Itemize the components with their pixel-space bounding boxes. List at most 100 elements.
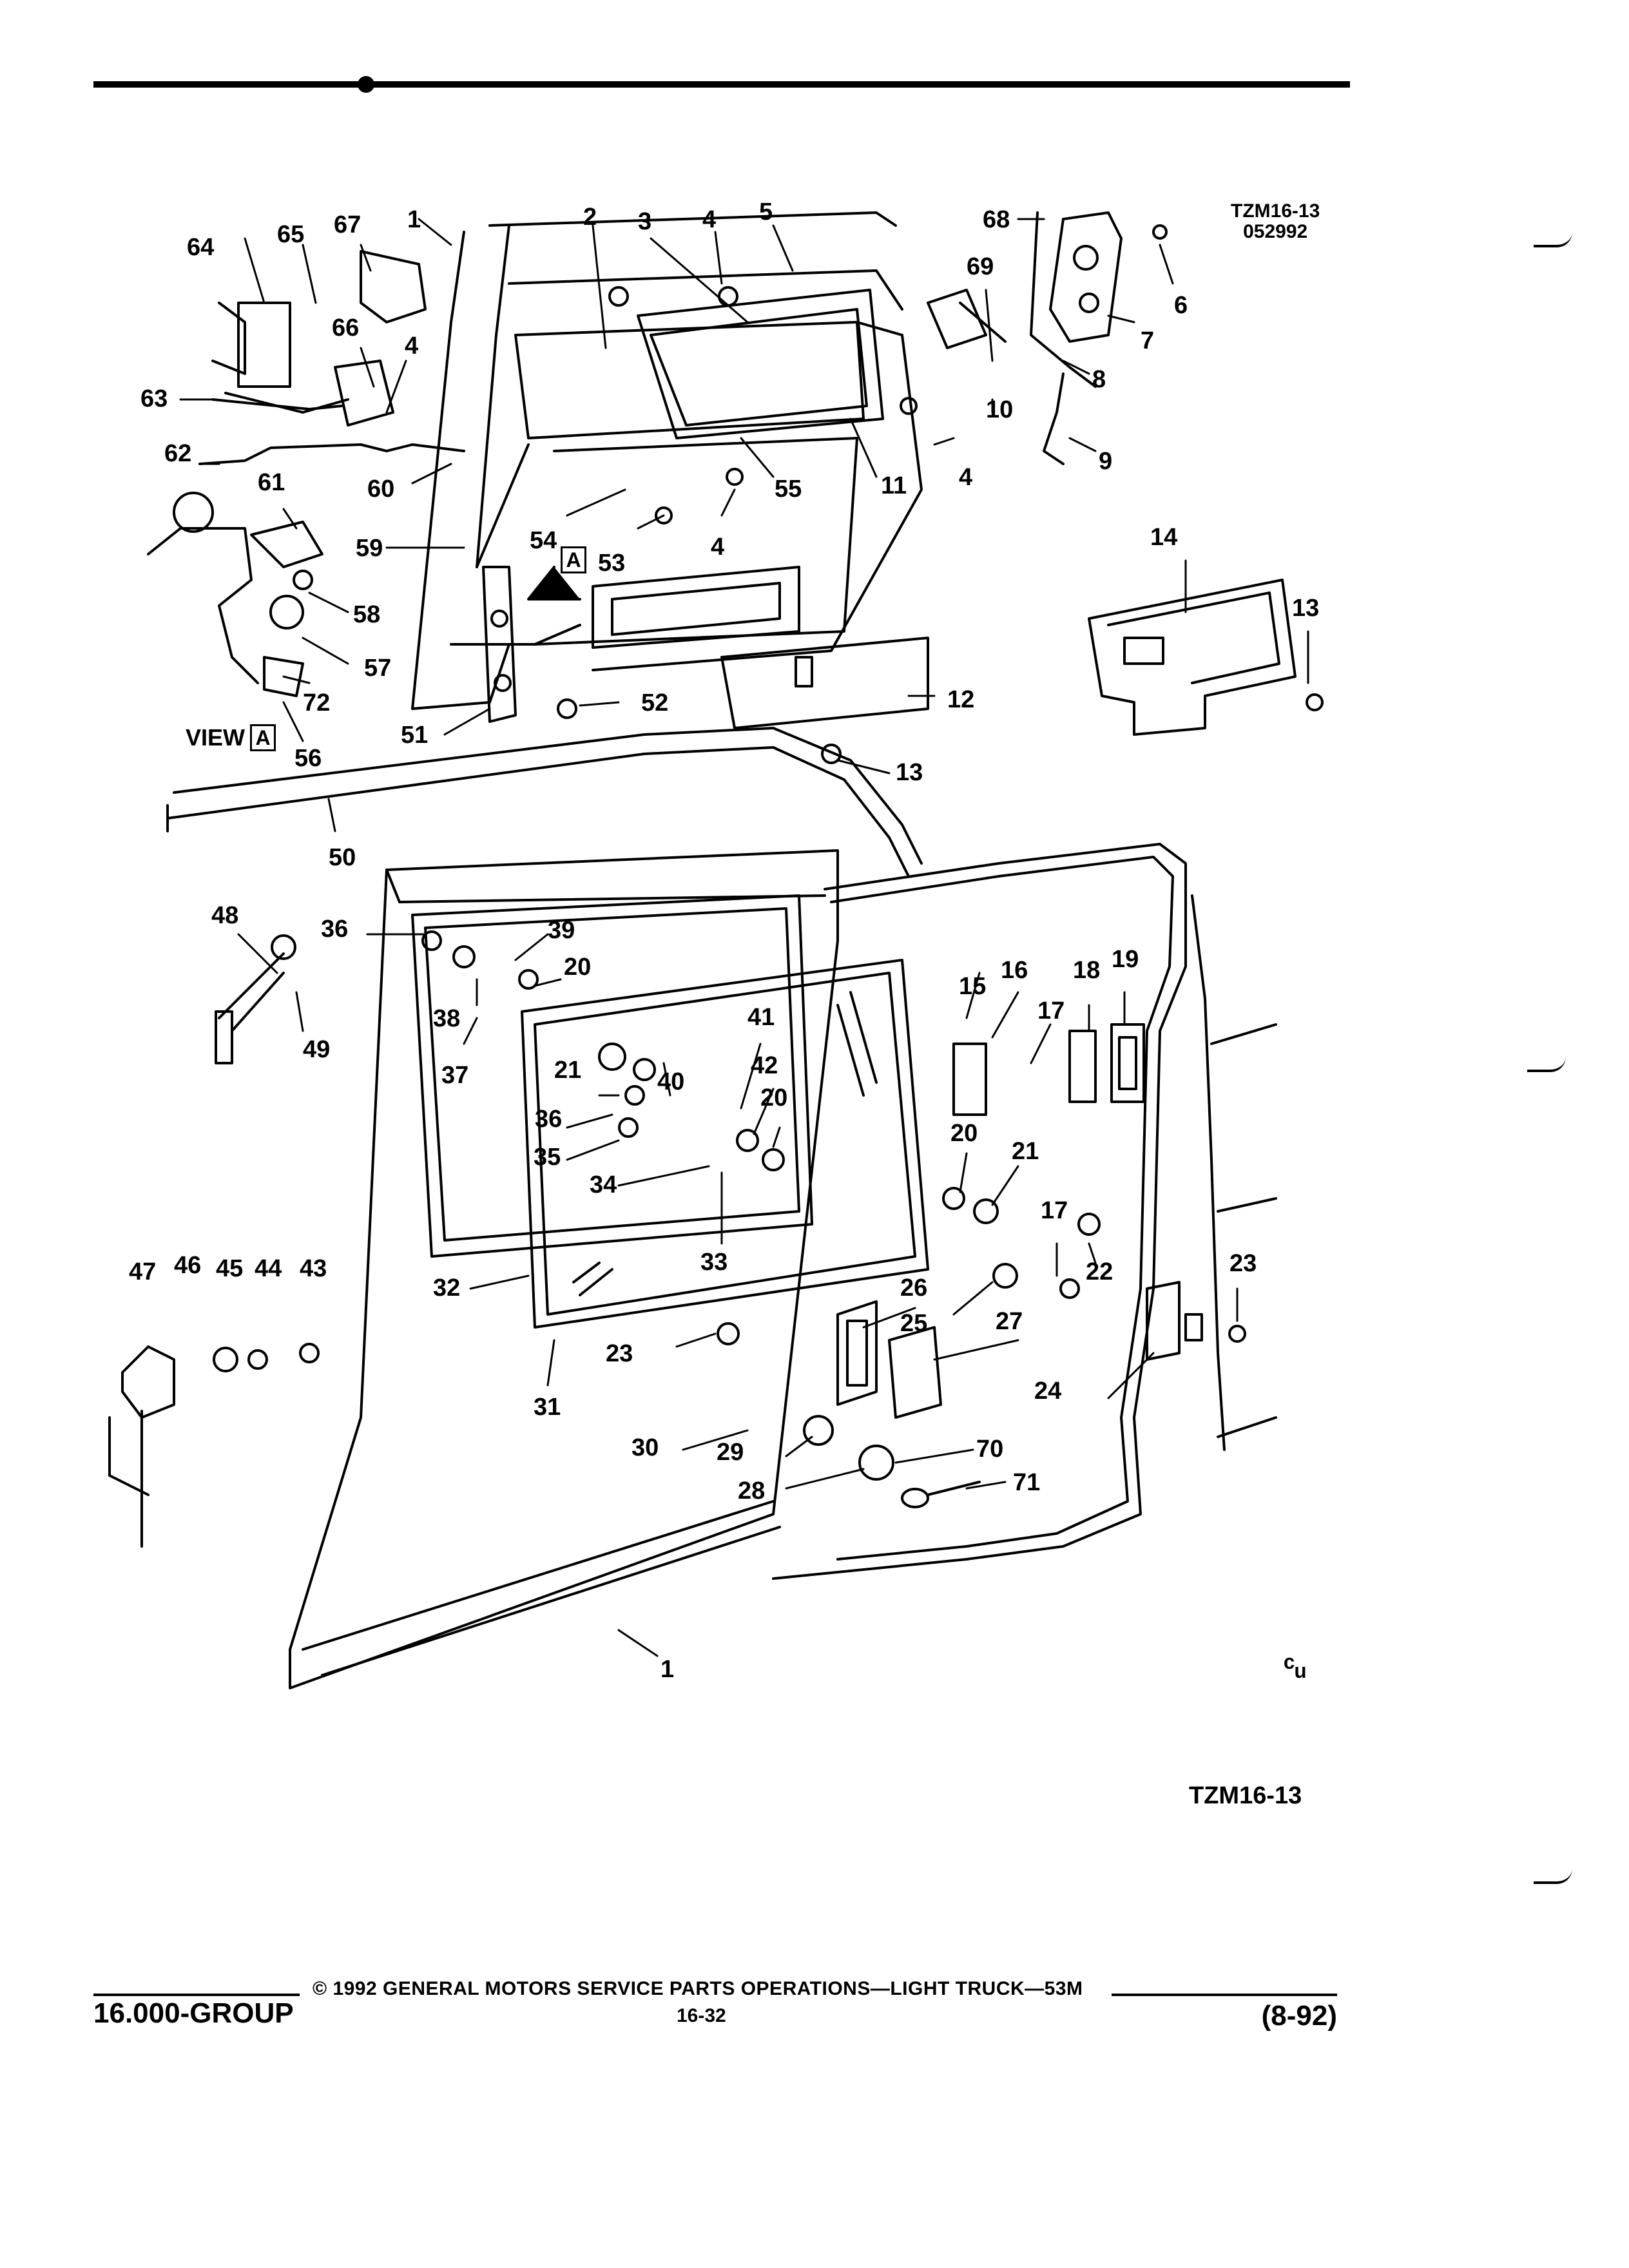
callout-21: 21: [554, 1057, 582, 1084]
hinge-51: [482, 566, 517, 723]
callout-40: 40: [657, 1068, 685, 1095]
callout-34: 34: [590, 1171, 617, 1198]
striker-19: [1110, 1023, 1145, 1103]
callout-32: 32: [433, 1274, 461, 1302]
callout-54: 54: [530, 527, 557, 554]
callout-31: 31: [534, 1394, 561, 1421]
upper-window-panel: [637, 289, 884, 439]
bracket-67: [360, 250, 427, 323]
callout-4: 4: [405, 332, 419, 360]
callout-10: 10: [986, 396, 1014, 423]
door-window-frame: [411, 894, 813, 1258]
rod-9: [1043, 372, 1065, 465]
callout-43: 43: [300, 1255, 327, 1282]
callout-53: 53: [598, 550, 626, 577]
callout-29: 29: [717, 1439, 744, 1466]
callout-47: 47: [129, 1258, 157, 1285]
callout-20: 20: [950, 1120, 978, 1147]
callout-4: 4: [711, 533, 725, 561]
drawing-date: 052992: [1243, 221, 1308, 242]
callout-1: 1: [660, 1656, 675, 1683]
callout-23: 23: [606, 1340, 633, 1367]
body-side-right: [1191, 894, 1277, 1451]
callout-8: 8: [1092, 366, 1106, 393]
drawing-code-top: TZM16-13 052992: [1231, 201, 1320, 242]
callout-5: 5: [759, 198, 773, 226]
latch-27: [888, 1326, 942, 1419]
lock-assembly-7: [1030, 211, 1123, 388]
callout-52: 52: [641, 689, 669, 716]
margin-tick: [1534, 1869, 1572, 1884]
footer-rule-right: [1112, 1994, 1337, 1996]
callout-51: 51: [401, 722, 429, 749]
trim-panel-lower: [592, 566, 800, 649]
callout-70: 70: [976, 1436, 1004, 1463]
callout-39: 39: [548, 917, 575, 944]
callout-71: 71: [1013, 1469, 1041, 1496]
callout-28: 28: [738, 1477, 766, 1504]
arrow-view-box: A: [561, 546, 586, 573]
callout-57: 57: [364, 655, 392, 682]
upper-door-inner-frame: [411, 211, 923, 710]
callout-17: 17: [1037, 997, 1065, 1024]
callout-1: 1: [407, 206, 421, 233]
glass-32: [521, 959, 929, 1329]
callout-11: 11: [881, 472, 907, 499]
drawing-code: TZM16-13: [1231, 200, 1320, 222]
view-label-text: VIEW: [186, 724, 246, 751]
footer-copyright: © 1992 GENERAL MOTORS SERVICE PARTS OPER…: [313, 1978, 1083, 1999]
callout-2: 2: [583, 204, 597, 231]
footer-page-number: 16-32: [677, 2005, 726, 2026]
top-rule: [93, 81, 1350, 88]
footer-rule-left: [93, 1994, 300, 1996]
bracket-48: [215, 934, 296, 1064]
latch-assembly-64: [211, 302, 349, 414]
callout-72: 72: [303, 689, 331, 716]
callout-64: 64: [187, 234, 215, 261]
callout-60: 60: [367, 476, 395, 503]
striker-16: [952, 1043, 987, 1116]
callout-3: 3: [638, 208, 652, 235]
callout-27: 27: [996, 1308, 1023, 1335]
callout-63: 63: [140, 385, 168, 412]
callout-13: 13: [896, 759, 923, 786]
callout-22: 22: [1086, 1258, 1113, 1285]
callout-20: 20: [564, 954, 592, 981]
callout-46: 46: [174, 1252, 202, 1279]
callout-48: 48: [211, 902, 239, 929]
callout-14: 14: [1150, 524, 1178, 551]
callout-61: 61: [258, 469, 285, 496]
access-panel-12: [720, 637, 929, 729]
callout-58: 58: [353, 601, 381, 628]
panel-14: [1088, 579, 1296, 736]
callout-38: 38: [433, 1005, 461, 1032]
top-rule-dot: [358, 76, 374, 93]
callout-15: 15: [959, 973, 987, 1000]
callout-13: 13: [1292, 595, 1320, 622]
callout-17: 17: [1041, 1197, 1068, 1224]
callout-69: 69: [967, 253, 994, 280]
callout-20: 20: [760, 1084, 788, 1111]
callout-62: 62: [164, 440, 192, 467]
margin-tick: [1534, 232, 1572, 247]
rail-50: [166, 727, 923, 878]
bracket-10: [927, 289, 1007, 349]
callout-23: 23: [1229, 1250, 1257, 1277]
callout-4: 4: [702, 206, 717, 233]
callout-12: 12: [947, 686, 975, 713]
callout-49: 49: [303, 1036, 331, 1063]
callout-16: 16: [1001, 957, 1028, 984]
view-label-box: A: [250, 724, 276, 751]
rod-63: [211, 398, 343, 410]
callout-56: 56: [294, 745, 322, 772]
margin-tick: [1527, 1057, 1566, 1072]
view-a-label: VIEW A: [186, 724, 276, 751]
footer-group: 16.000-GROUP: [93, 1997, 294, 2029]
leader-lines: [179, 218, 1309, 1657]
callout-19: 19: [1112, 946, 1139, 973]
callout-36: 36: [321, 916, 349, 943]
callout-25: 25: [900, 1310, 928, 1337]
callout-18: 18: [1073, 957, 1101, 984]
key-71: [901, 1481, 981, 1508]
